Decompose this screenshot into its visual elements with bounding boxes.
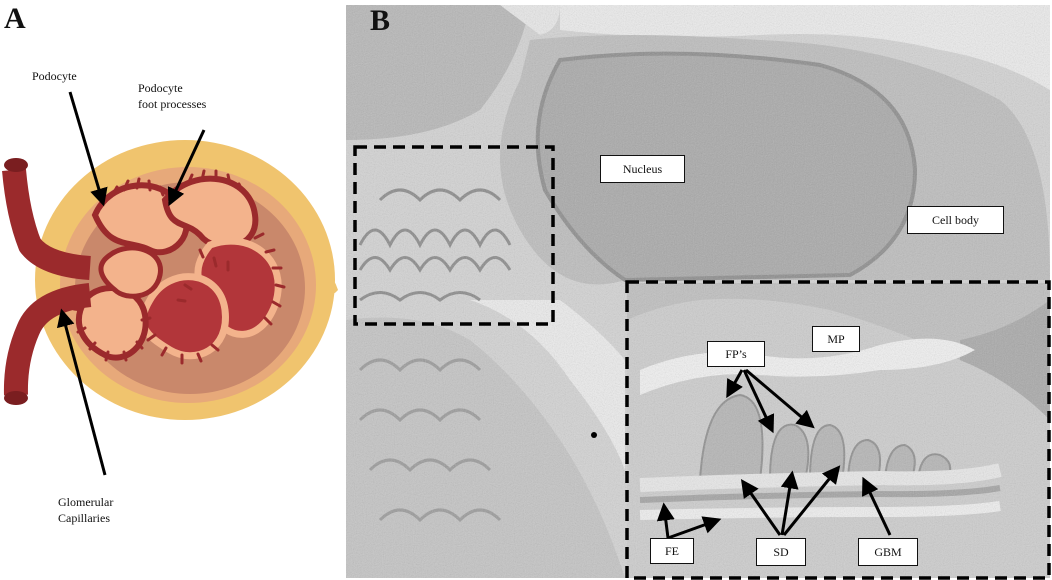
glomerulus-illustration: [2, 91, 338, 476]
fe-arrow-2: [667, 516, 722, 540]
efferent-vessel: [3, 283, 92, 405]
fps-arrow-1: [726, 369, 744, 399]
foot-processes-arrow: [167, 129, 206, 207]
sd-label: SD: [756, 538, 806, 566]
panel-b-arrows: [656, 368, 892, 540]
cell-body-label: Cell body: [907, 206, 1004, 234]
glomerular-label-line1: Glomerular: [58, 495, 114, 509]
region-box-upper: [353, 145, 555, 326]
fps-arrow-3: [745, 368, 815, 429]
fps-label: FP’s: [707, 341, 765, 367]
fe-label: FE: [650, 538, 694, 564]
glomerular-capillaries-label: Glomerular Capillaries: [58, 494, 113, 526]
region-box-inset: [625, 280, 1051, 580]
fe-arrow-1: [656, 502, 675, 539]
glomerular-label-line2: Capillaries: [58, 511, 110, 526]
foot-processes-label-line2: foot processes: [138, 97, 207, 112]
sd-arrow-2: [780, 470, 799, 536]
fps-arrow-2: [742, 369, 775, 434]
podocyte-label: Podocyte: [32, 69, 77, 83]
nucleus-label: Nucleus: [600, 155, 685, 183]
mp-label: MP: [812, 326, 860, 352]
glomerular-arrow: [56, 308, 107, 476]
micrograph-dot: [591, 432, 597, 438]
foot-processes-label: Podocyte foot processes: [138, 80, 206, 112]
sd-arrow-3: [782, 465, 841, 536]
foot-processes-label-line1: Podocyte: [138, 81, 183, 95]
capillary-tuft: [76, 175, 282, 361]
sd-arrow-1: [740, 479, 782, 536]
afferent-vessel: [2, 158, 92, 280]
podocyte-arrow: [68, 91, 108, 207]
micrograph: [346, 5, 1050, 578]
panel-a-letter: A: [4, 2, 26, 35]
panel-b-letter: B: [370, 4, 391, 37]
gbm-label: GBM: [858, 538, 918, 566]
gbm-arrow: [862, 476, 892, 536]
